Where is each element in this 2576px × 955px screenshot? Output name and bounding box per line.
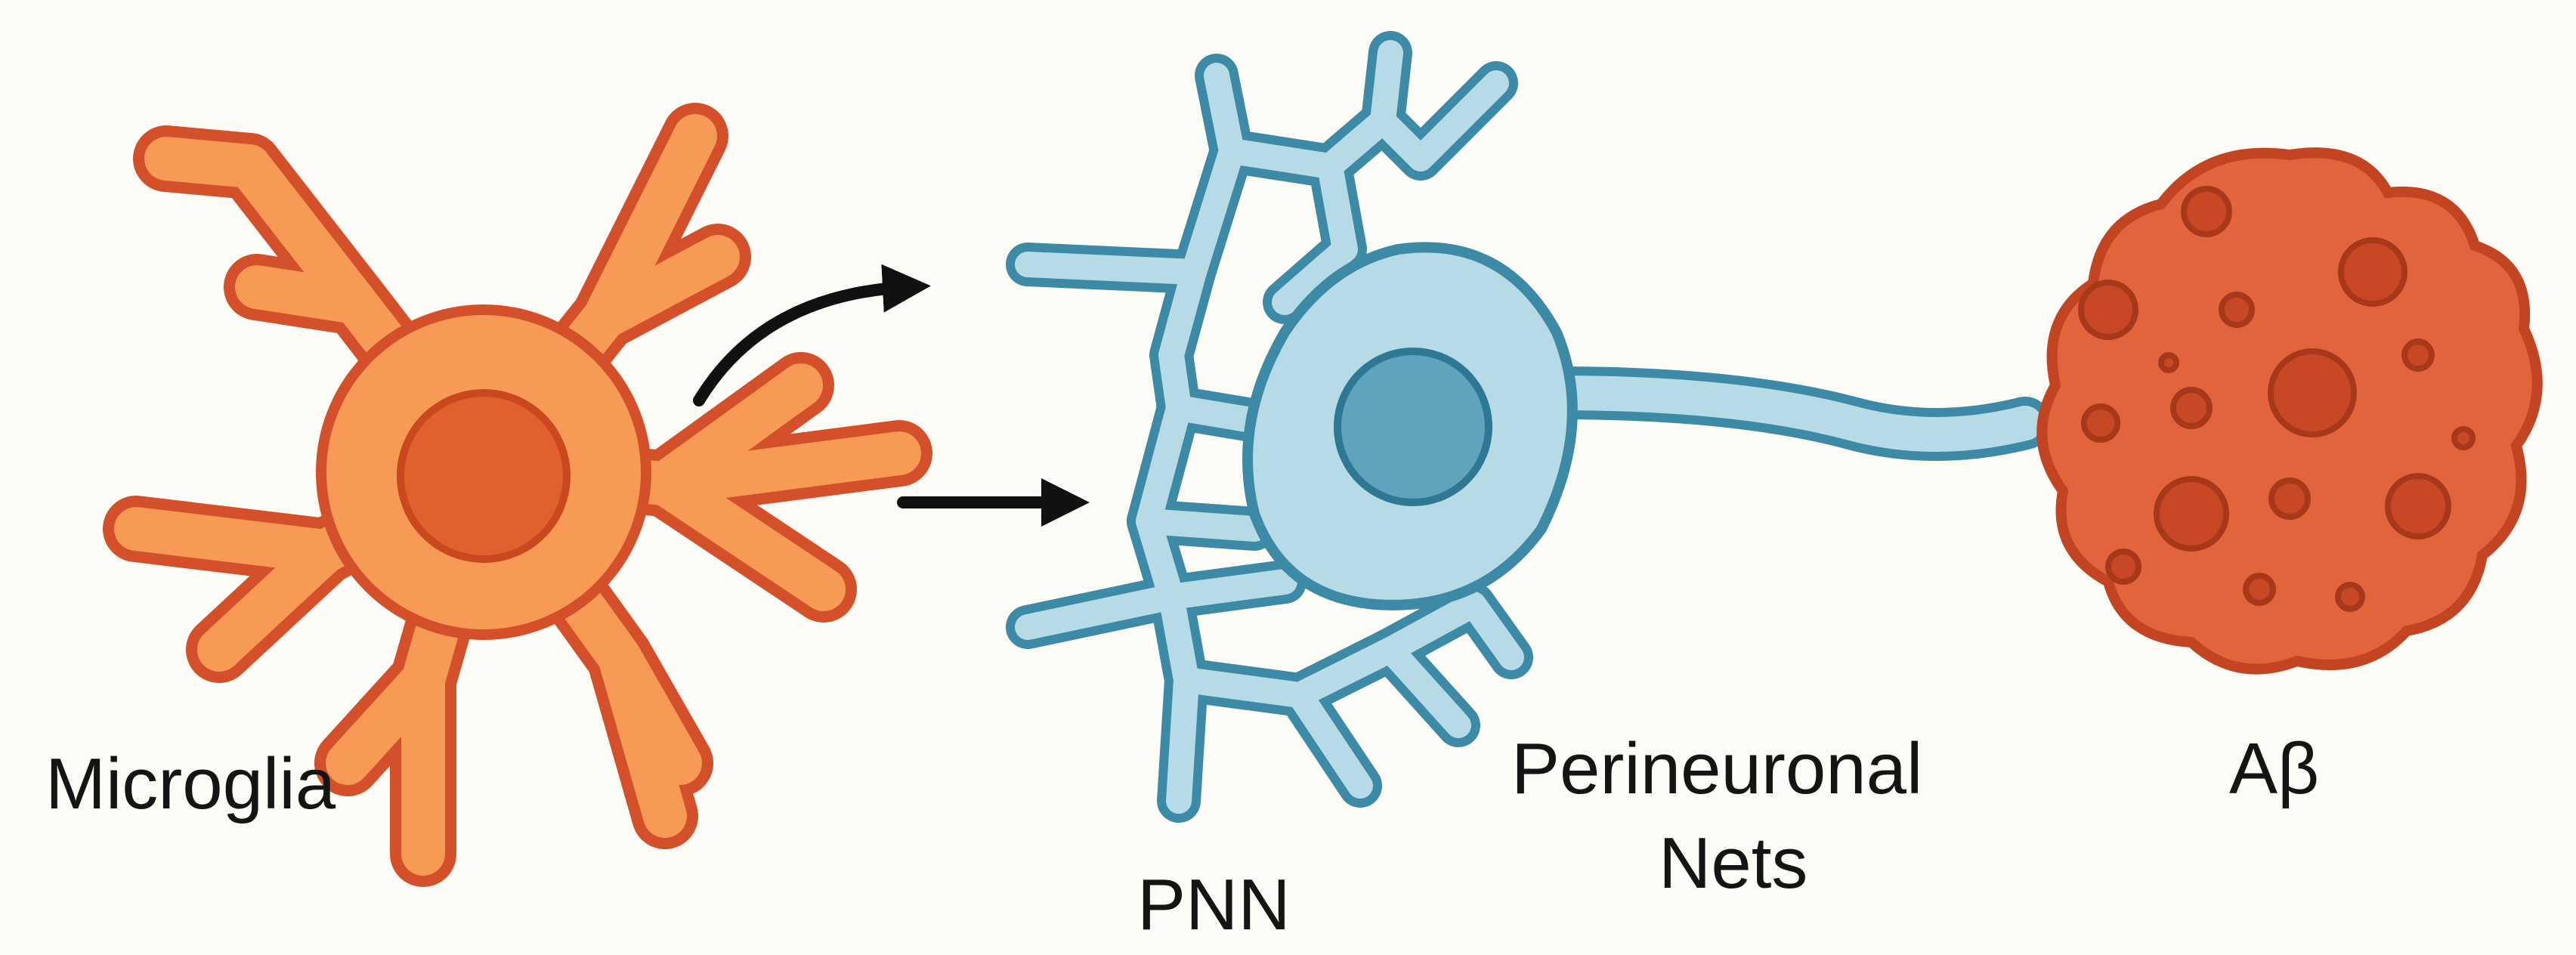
plaque-spots [2078, 186, 2475, 612]
pnn-net-fill [1015, 40, 1524, 814]
label-nets: Nets [1659, 823, 1808, 904]
label-microglia: Microglia [45, 743, 336, 824]
microglia-cell-icon [103, 103, 932, 887]
neuron-with-perineuronal-net-icon [1006, 31, 2052, 823]
label-pnn: PNN [1137, 864, 1291, 945]
axon-fill [1539, 376, 2043, 452]
curved-arrow-icon [693, 264, 931, 406]
neuron-nucleus [1334, 348, 1492, 506]
amyloid-beta-plaque-icon [2036, 147, 2543, 675]
label-perineuronal: Perineuronal [1511, 728, 1922, 809]
microglia-nucleus [397, 389, 571, 563]
label-abeta: Aβ [2229, 728, 2319, 809]
